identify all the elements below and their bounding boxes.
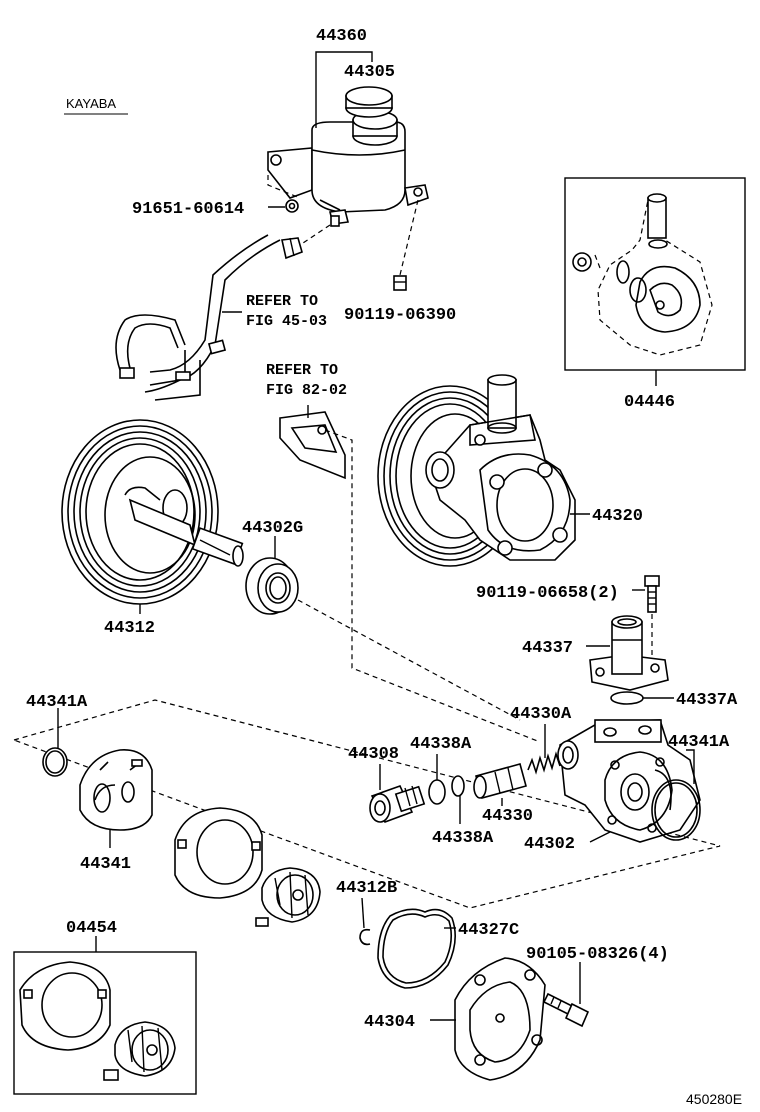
rear-cover-44304	[454, 957, 546, 1081]
pump-assembly-44320	[377, 374, 576, 567]
part-90119-06658-label: 90119-06658(2)	[476, 584, 619, 603]
part-44341A-right-label: 44341A	[668, 733, 730, 752]
part-04446-label: 04446	[624, 393, 675, 412]
return-hose	[115, 234, 303, 401]
refer-fig-45-03-line2: FIG 45-03	[246, 313, 327, 330]
gasket-kit-box	[564, 177, 746, 371]
part-44360-label: 44360	[316, 27, 367, 46]
cartridge-kit-box	[13, 951, 197, 1095]
mount-bracket	[279, 405, 346, 480]
brand-label: KAYABA	[66, 96, 116, 111]
cartridge-kit-parts	[19, 961, 176, 1081]
part-44308-label: 44308	[348, 745, 399, 764]
part-44302-label: 44302	[524, 835, 575, 854]
part-44302G-label: 44302G	[242, 519, 303, 538]
part-44341-label: 44341	[80, 855, 131, 874]
part-90105-08326-label: 90105-08326(4)	[526, 945, 669, 964]
part-44320-label: 44320	[592, 507, 643, 526]
part-44341A-left-label: 44341A	[26, 693, 88, 712]
part-44337A-label: 44337A	[676, 691, 738, 710]
o-ring-44338A-a	[428, 779, 446, 805]
pump-housing-44302	[557, 719, 701, 843]
part-44338A-bottom-label: 44338A	[432, 829, 494, 848]
part-44305-label: 44305	[344, 63, 395, 82]
seal-ring-44327C	[377, 908, 456, 989]
o-ring-44341A-right	[651, 779, 701, 841]
figure-id-label: 450280E	[686, 1091, 742, 1107]
part-44338A-top-label: 44338A	[410, 735, 472, 754]
part-44312B-label: 44312B	[336, 879, 397, 898]
flow-control-valve-parts	[369, 751, 561, 823]
part-44337-label: 44337	[522, 639, 573, 658]
reservoir-assembly	[267, 86, 429, 227]
refer-fig-82-02-line1: REFER TO	[266, 362, 338, 379]
o-ring-44337A	[610, 691, 644, 705]
cam-ring-rotor	[174, 807, 321, 927]
pulley-44312	[61, 419, 244, 605]
part-04454-label: 04454	[66, 919, 117, 938]
part-90119-06390-label: 90119-06390	[344, 306, 456, 325]
bearing-44302G	[245, 557, 299, 615]
side-plate-44341	[79, 749, 153, 831]
snap-ring-44312B	[359, 928, 371, 946]
o-ring-44338A-b	[451, 775, 465, 797]
bolt-90105-08326	[542, 992, 590, 1028]
part-44327C-label: 44327C	[458, 921, 519, 940]
refer-fig-45-03-line1: REFER TO	[246, 293, 318, 310]
gasket-kit-parts	[572, 193, 713, 356]
refer-fig-82-02-line2: FIG 82-02	[266, 382, 347, 399]
fitting-44337	[589, 615, 669, 691]
part-44312-label: 44312	[104, 619, 155, 638]
part-44330A-label: 44330A	[510, 705, 572, 724]
part-44330-label: 44330	[482, 807, 533, 826]
part-91651-60614-label: 91651-60614	[132, 200, 244, 219]
part-44304-label: 44304	[364, 1013, 415, 1032]
